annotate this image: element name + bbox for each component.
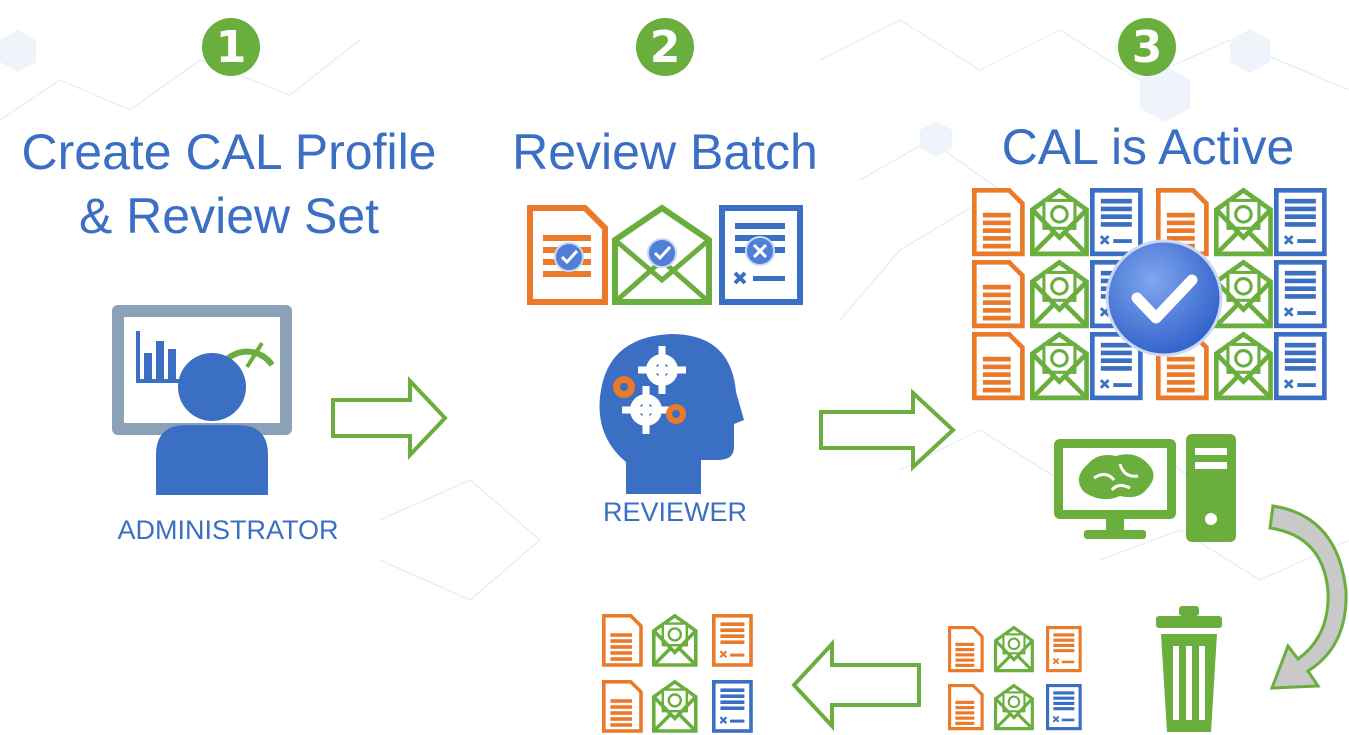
- reviewed-documents-icons: [527, 204, 803, 305]
- administrator-label: ADMINISTRATOR: [117, 515, 339, 545]
- document-icon: [948, 626, 984, 673]
- document-icon: [972, 332, 1025, 401]
- administrator-icon: [112, 305, 292, 495]
- email-icon: [1030, 187, 1089, 257]
- coding-form-icon: [1045, 626, 1082, 673]
- document-icon: [948, 684, 984, 731]
- step-2-title: Review Batch: [512, 124, 818, 180]
- arrow-icon: [331, 375, 448, 461]
- step-3-title: CAL is Active: [1001, 119, 1295, 175]
- coding-form-icon: [1089, 188, 1143, 257]
- step-1-title-line1: Create CAL Profile: [21, 124, 437, 180]
- reviewer-head-icon: [599, 334, 744, 494]
- document-icon: [972, 188, 1025, 257]
- coding-form-icon: [1274, 259, 1327, 329]
- step-3-number-badge: 3: [1118, 18, 1176, 76]
- email-icon: [1214, 331, 1273, 401]
- step-2-number-badge: 2: [636, 18, 694, 76]
- step-1-number-badge: 1: [202, 18, 260, 76]
- trash-icon: [1156, 606, 1222, 732]
- email-icon: [1214, 187, 1273, 257]
- email-icon: [652, 679, 698, 733]
- curved-arrow-icon: [1268, 504, 1348, 690]
- arrow-icon: [791, 638, 921, 732]
- email-icon: [652, 613, 698, 667]
- arrow-icon: [819, 388, 956, 472]
- document-grid-small: [948, 625, 1082, 731]
- document-icon: [602, 680, 643, 733]
- document-grid-small: [602, 613, 753, 733]
- coding-form-icon: [712, 680, 753, 733]
- coding-form-icon: [1045, 684, 1082, 731]
- email-icon: [1214, 259, 1273, 329]
- email-icon: [994, 683, 1034, 731]
- coding-form-icon: [1274, 331, 1327, 401]
- step-1-title-line2: & Review Set: [78, 188, 380, 244]
- ai-computer-icon: [1054, 434, 1236, 542]
- reviewer-label: REVIEWER: [602, 497, 748, 527]
- check-badge-icon: [1105, 239, 1223, 357]
- coding-form-icon: [712, 613, 753, 667]
- document-icon: [602, 614, 643, 667]
- email-icon: [1030, 331, 1089, 401]
- email-icon: [1030, 259, 1089, 329]
- document-icon: [972, 260, 1025, 329]
- email-icon: [994, 625, 1034, 673]
- coding-form-icon: [1274, 188, 1327, 257]
